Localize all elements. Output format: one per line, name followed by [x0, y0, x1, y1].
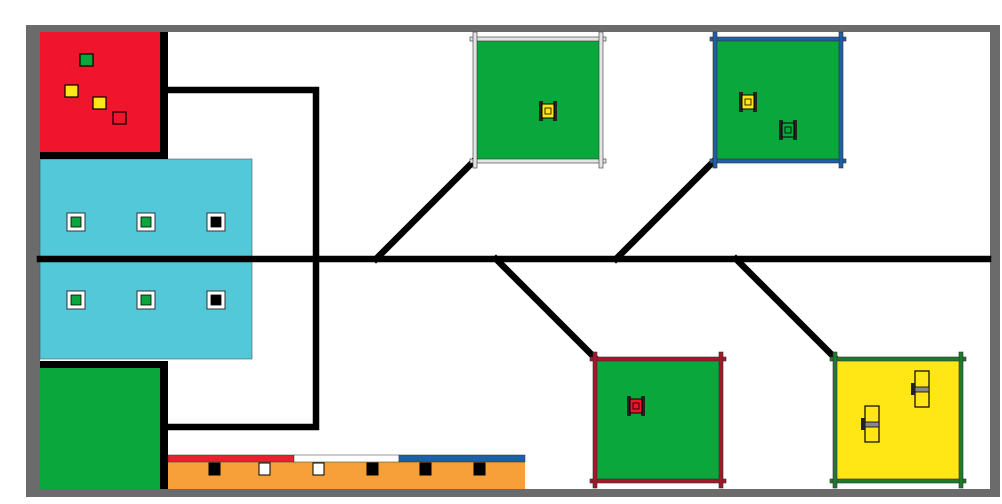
- robot-wheel: [739, 92, 743, 112]
- strip-base: [168, 461, 525, 489]
- platform-surface: [715, 39, 841, 161]
- platform-rail-top: [709, 36, 847, 42]
- robot-yellow: [739, 92, 757, 112]
- robot-yellow: [539, 101, 557, 121]
- robot-body: [541, 103, 555, 119]
- block-yellow: [92, 96, 107, 110]
- robot-band: [864, 421, 880, 428]
- red-area-bottom-border: [40, 152, 168, 159]
- green-start-area: [40, 366, 164, 489]
- robot-core: [544, 107, 552, 115]
- block-red: [112, 111, 127, 125]
- robot-core: [784, 126, 792, 134]
- robot-wheel: [779, 120, 783, 140]
- platform-red-frame: [589, 351, 727, 489]
- robot-red: [627, 396, 645, 416]
- platform-rail-top: [589, 356, 727, 362]
- platform-rail-left: [712, 31, 718, 169]
- platform-rail-bottom: [709, 158, 847, 164]
- platform-rail-bottom: [589, 478, 727, 484]
- strip-slot-black: [208, 462, 221, 476]
- strip-slot-black: [419, 462, 432, 476]
- bottom-loading-strip: [167, 454, 526, 489]
- slot-block-green: [140, 216, 152, 228]
- robot-core: [632, 402, 640, 410]
- robot-yellow: [861, 405, 880, 443]
- platform-rail-bottom: [469, 158, 607, 164]
- green-area-top-border: [40, 361, 168, 368]
- block-yellow: [64, 84, 79, 98]
- robot-core: [744, 98, 752, 106]
- platform-rail-left: [472, 31, 478, 169]
- robot-wheel: [627, 396, 631, 416]
- platform-rail-left: [592, 351, 598, 489]
- robot-wheel: [911, 383, 915, 395]
- track-branch-green: [731, 254, 841, 364]
- platform-rail-right: [598, 31, 604, 169]
- block-green: [79, 53, 94, 67]
- slot-block-green: [70, 294, 82, 306]
- robot-wheel: [861, 418, 865, 430]
- platform-surface: [595, 359, 721, 481]
- robot-body: [741, 94, 755, 110]
- platform-rail-right: [838, 31, 844, 169]
- slot-block-green: [140, 294, 152, 306]
- platform-white-frame: [469, 31, 607, 169]
- robot-wheel: [641, 396, 645, 416]
- strip-slot-black: [473, 462, 486, 476]
- track-branch-blue: [611, 154, 721, 264]
- robot-body: [781, 122, 795, 138]
- red-area-blocks: [64, 53, 127, 125]
- strip-slot-black: [366, 462, 379, 476]
- platform-rail-left: [832, 351, 838, 489]
- robot-green: [779, 120, 797, 140]
- robot-band: [914, 386, 930, 393]
- platform-blue-frame: [709, 31, 847, 169]
- track-lines: [36, 86, 992, 431]
- strip-stripe-white: [293, 454, 400, 463]
- robot-body: [629, 398, 643, 414]
- platform-green-frame: [829, 351, 967, 489]
- platforms: [469, 31, 967, 489]
- robot-wheel: [553, 101, 557, 121]
- strip-slot-white: [258, 462, 271, 476]
- slot-block-black: [210, 216, 222, 228]
- robot-wheel: [539, 101, 543, 121]
- platform-rail-right: [958, 351, 964, 489]
- red-area-right-border: [160, 32, 168, 158]
- platform-rail-right: [718, 351, 724, 489]
- red-start-area: [40, 32, 164, 156]
- strip-stripe-blue: [398, 454, 526, 463]
- platform-surface: [475, 39, 601, 161]
- robot-wheel: [793, 120, 797, 140]
- cyan-area-slots: [66, 212, 226, 310]
- robot-wheel: [753, 92, 757, 112]
- strip-stripe-red: [167, 454, 295, 463]
- platform-rail-top: [829, 356, 967, 362]
- slot-block-black: [210, 294, 222, 306]
- platform-rail-bottom: [829, 478, 967, 484]
- track-branch-white: [371, 154, 481, 264]
- strip-slot-white: [312, 462, 325, 476]
- platform-surface: [835, 359, 961, 481]
- slot-block-green: [70, 216, 82, 228]
- robot-yellow: [911, 370, 930, 408]
- track-branch-red: [491, 254, 601, 364]
- platform-rail-top: [469, 36, 607, 42]
